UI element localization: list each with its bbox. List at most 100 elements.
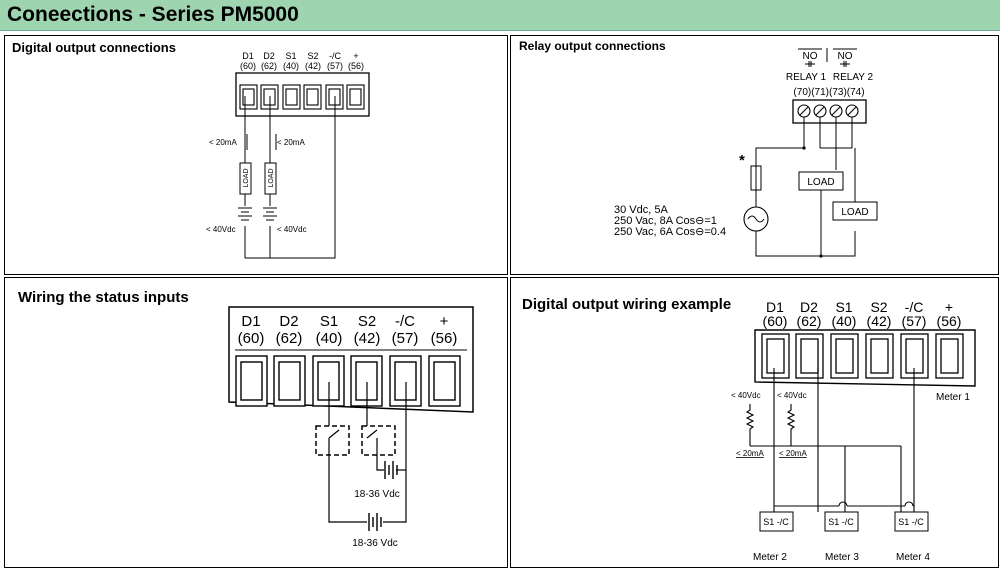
battery-symbols (238, 207, 277, 221)
status-terminal-label-c: -/C (395, 313, 415, 330)
example-terminal-number-62: (62) (797, 313, 822, 329)
digital-output-wiring-example-panel: Digital output wiring example D1 D2 S1 S… (510, 277, 999, 568)
status-terminal-label-plus: + (440, 313, 449, 330)
status-switch-box-2 (361, 425, 396, 456)
current-label-right: < 20mA (277, 138, 305, 147)
terminal-label-s1: S1 (285, 51, 296, 61)
relay-load-2-label: LOAD (841, 207, 868, 218)
status-supply-label-2: 18-36 Vdc (352, 538, 398, 549)
terminal-label-d1: D1 (242, 51, 254, 61)
status-inputs-panel: Wiring the status inputs D1 D2 S1 S2 -/C… (4, 277, 508, 568)
relay-load-1 (798, 171, 844, 191)
terminal-number-56: (56) (348, 61, 364, 71)
status-terminal-label-d1: D1 (241, 313, 260, 330)
example-terminal-label-s2: S2 (870, 299, 887, 315)
meter-4-input-label: S1 -/C (898, 517, 924, 527)
example-terminal-number-57: (57) (902, 313, 927, 329)
terminal-label-c: -/C (329, 51, 341, 61)
terminal-label-d2: D2 (263, 51, 275, 61)
voltage-label-right: < 40Vdc (277, 225, 307, 234)
meter-3-input-label: S1 -/C (828, 517, 854, 527)
status-inputs-diagram: D1 D2 S1 S2 -/C + (60) (62) (40) (42) (5… (228, 306, 474, 549)
terminal-number-62: (62) (261, 61, 277, 71)
fuse-note-asterisk: * (739, 152, 745, 169)
relay-no-label-2: NO (838, 51, 853, 62)
load-box-right (264, 162, 277, 195)
load-label-left: LOAD (243, 168, 250, 187)
load-label-right: LOAD (268, 168, 275, 187)
relay-load-2 (832, 201, 878, 221)
status-wires (328, 382, 407, 523)
example-current-right: < 20mA (779, 449, 807, 458)
junction-dot (802, 146, 806, 150)
example-terminal-label-plus: + (945, 299, 953, 315)
meter-4-input-box (894, 511, 929, 532)
relay-screws (797, 104, 859, 118)
page-title-bar: Coneections - Series PM5000 (0, 0, 1000, 31)
wiring-example-title: Digital output wiring example (522, 296, 732, 313)
example-terminal-slots (761, 333, 964, 379)
junction-dot (819, 254, 823, 258)
relay-wires (755, 117, 856, 257)
status-terminal-number-42: (42) (354, 330, 381, 347)
relay-1-label: RELAY 1 (786, 72, 827, 83)
status-terminal-label-s1: S1 (320, 313, 338, 330)
example-terminal-number-56: (56) (937, 313, 962, 329)
meter-2-input-box (759, 511, 794, 532)
example-voltage-left: < 40Vdc (731, 391, 761, 400)
status-terminal-number-56: (56) (431, 330, 458, 347)
example-voltage-right: < 40Vdc (777, 391, 807, 400)
status-battery-symbols (368, 461, 398, 531)
example-terminal-number-42: (42) (867, 313, 892, 329)
digital-output-title: Digital output connections (12, 40, 176, 55)
status-inputs-title: Wiring the status inputs (18, 289, 189, 306)
current-label-left: < 20mA (209, 138, 237, 147)
relay-output-diagram: NO NO RELAY 1 RELAY 2 (70)(71)(73)(74) (614, 48, 878, 258)
meter-2-input-label: S1 -/C (763, 517, 789, 527)
example-terminal-label-c: -/C (905, 299, 924, 315)
relay-terminal-numbers: (70)(71)(73)(74) (793, 87, 864, 98)
status-terminal-slots (235, 355, 461, 407)
terminal-number-57: (57) (327, 61, 343, 71)
terminal-number-40: (40) (283, 61, 299, 71)
status-switch-box-1 (315, 425, 350, 456)
terminal-number-60: (60) (240, 61, 256, 71)
relay-rating-ac-8a: 250 Vac, 8A Cos⊖=1 (614, 215, 717, 227)
status-supply-label-1: 18-36 Vdc (354, 489, 400, 500)
relay-output-connections-panel: Relay output connections NO NO RELAY 1 R… (510, 35, 999, 275)
terminal-label-plus: + (353, 51, 358, 61)
relay-load-1-label: LOAD (807, 177, 834, 188)
status-terminal-number-60: (60) (238, 330, 265, 347)
relay-rating-dc: 30 Vdc, 5A (614, 204, 668, 216)
example-terminal-label-d1: D1 (766, 299, 784, 315)
status-terminal-number-62: (62) (276, 330, 303, 347)
terminal-label-s2: S2 (307, 51, 318, 61)
example-wires (745, 368, 915, 512)
relay-contact-symbols (798, 48, 857, 67)
digital-output-wires (244, 96, 336, 259)
relay-2-label: RELAY 2 (833, 72, 874, 83)
example-terminal-label-d2: D2 (800, 299, 818, 315)
status-terminal-label-d2: D2 (279, 313, 298, 330)
example-terminal-number-60: (60) (763, 313, 788, 329)
meter-3-input-box (824, 511, 859, 532)
example-terminal-label-s1: S1 (835, 299, 852, 315)
meter-4-label: Meter 4 (896, 552, 930, 563)
digital-output-connections-panel: Digital output connections D1 D2 S1 S2 -… (4, 35, 508, 275)
wiring-example-diagram: D1 D2 S1 S2 -/C + (60) (62) (40) (42) (5… (731, 299, 976, 563)
relay-no-label-1: NO (803, 51, 818, 62)
meter-1-label: Meter 1 (936, 392, 970, 403)
status-terminal-number-57: (57) (392, 330, 419, 347)
example-current-left: < 20mA (736, 449, 764, 458)
terminal-number-42: (42) (305, 61, 321, 71)
status-terminal-number-40: (40) (316, 330, 343, 347)
voltage-label-left: < 40Vdc (206, 225, 236, 234)
relay-rating-ac-6a: 250 Vac, 6A Cos⊖=0.4 (614, 226, 726, 238)
digital-output-diagram: D1 D2 S1 S2 -/C + (60) (62) (40) (42) (5… (206, 51, 370, 259)
meter-2-label: Meter 2 (753, 552, 787, 563)
relay-output-title: Relay output connections (519, 39, 666, 53)
example-terminal-number-40: (40) (832, 313, 857, 329)
page-title: Coneections - Series PM5000 (7, 3, 299, 26)
load-box-left (239, 162, 252, 195)
meter-3-label: Meter 3 (825, 552, 859, 563)
